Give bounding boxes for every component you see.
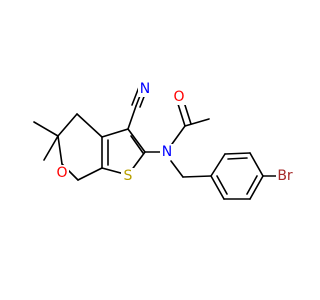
bond-ar2-ar3 <box>224 152 251 155</box>
atom-br: Br <box>276 168 294 184</box>
bond-c5-o <box>57 135 63 165</box>
atom-n-amide: N <box>160 144 174 160</box>
bond-c5-me2 <box>43 135 59 161</box>
bond-c3-cn <box>127 105 137 130</box>
atom-o-ring: O <box>55 165 69 181</box>
atom-labels-layer: N N O O S Br <box>55 81 294 184</box>
atom-o-carbonyl: O <box>172 89 186 105</box>
bond-ar4-ar5 <box>249 175 264 200</box>
bond-ar2-ar3-double <box>227 157 248 160</box>
bond-n-co <box>171 125 186 145</box>
bond-ar1-ar2 <box>210 153 226 177</box>
bond-c3a-c4 <box>76 113 103 138</box>
atom-s-ring: S <box>121 168 135 184</box>
bond-c3-c2 <box>127 128 146 153</box>
bond-co-o-double <box>183 101 192 125</box>
bond-c3-c2-double <box>130 135 144 154</box>
structure-svg: N N O O S Br <box>33 81 294 200</box>
bond-ar6-ar1-double <box>216 175 228 195</box>
bond-co-me <box>184 118 210 127</box>
atom-n-nitrile: N <box>138 81 152 97</box>
svg-text:S: S <box>124 168 133 184</box>
bonds-layer <box>33 86 280 200</box>
svg-text:O: O <box>56 165 67 181</box>
svg-text:O: O <box>173 89 184 105</box>
bond-ar6-ar1 <box>210 175 225 200</box>
svg-text:N: N <box>140 81 150 97</box>
svg-text:Br: Br <box>277 168 293 184</box>
bond-c4-c5 <box>57 113 78 137</box>
bond-n-ch2 <box>170 160 184 178</box>
bond-cn-triple-3 <box>131 86 140 106</box>
bond-c7-c7a <box>77 167 103 181</box>
bond-ar3-ar4 <box>249 152 264 177</box>
bond-ch2-ar <box>182 175 212 178</box>
molecule-diagram: N N O O S Br <box>33 81 294 200</box>
bond-c5-me1 <box>33 121 59 137</box>
bond-ar4-ar5-double <box>246 175 258 195</box>
bond-co-o <box>177 103 186 127</box>
svg-text:N: N <box>162 144 172 160</box>
bond-c3a-c3 <box>101 128 129 138</box>
